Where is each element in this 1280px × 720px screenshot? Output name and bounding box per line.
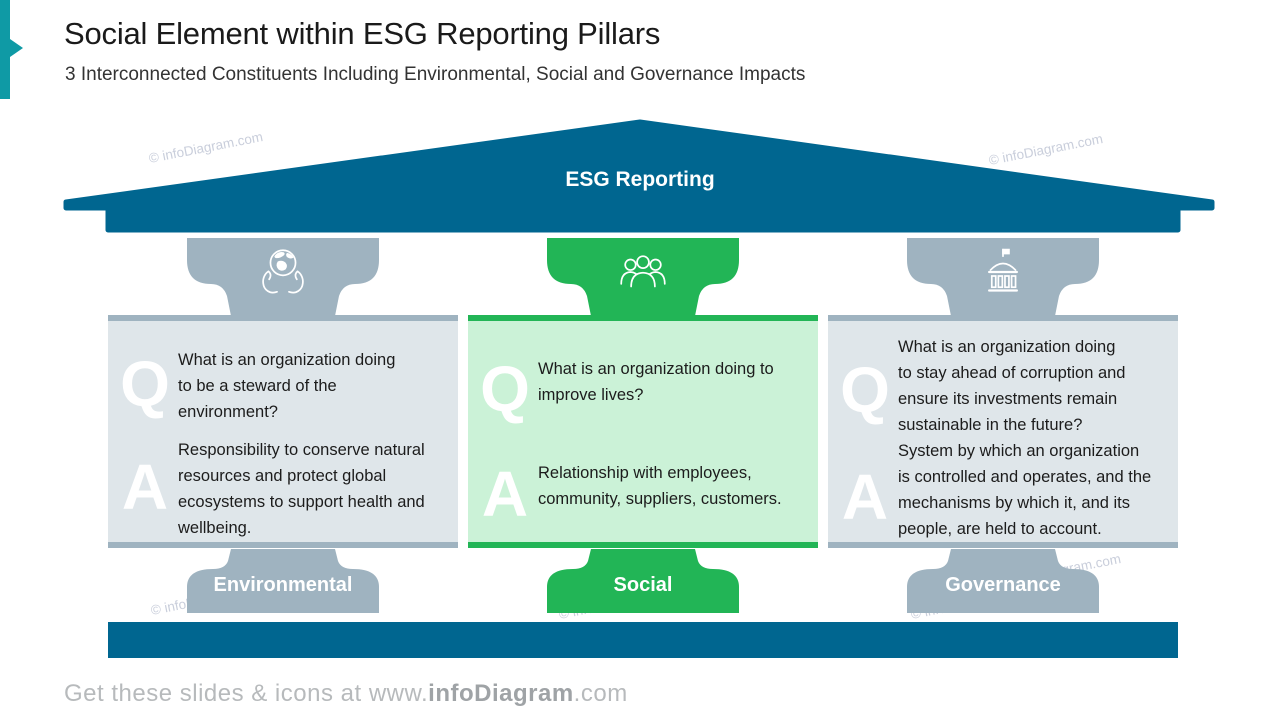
answer-text: Responsibility to conserve natural resou… xyxy=(178,441,425,537)
answer-text: Relationship with employees, community, … xyxy=(538,464,782,508)
base-shape xyxy=(907,549,1099,613)
question-text: What is an organization doing to be a st… xyxy=(178,351,396,421)
pillar-label-environmental: Environmental xyxy=(213,574,353,596)
brand-name: infoDiagram xyxy=(428,680,574,707)
roof-shape xyxy=(63,119,1215,233)
base-shape xyxy=(547,549,739,613)
pillar-body: Q What is an organization doing to be a … xyxy=(108,315,458,548)
pillar-label-social: Social xyxy=(613,574,673,596)
pillar-body: Q What is an organization doing to stay … xyxy=(828,315,1178,548)
accent-arrow-icon xyxy=(10,39,23,57)
government-building-icon xyxy=(988,248,1018,292)
capital-shape xyxy=(187,238,379,316)
question-letter: Q xyxy=(120,348,170,420)
people-group-icon xyxy=(620,255,666,288)
page-title: Social Element within ESG Reporting Pill… xyxy=(64,16,661,51)
pillar-body: Q What is an organization doing to impro… xyxy=(468,315,818,548)
base-shape xyxy=(187,549,379,613)
roof-label: ESG Reporting xyxy=(565,168,715,191)
foundation-bar xyxy=(108,622,1178,658)
pillar-label-governance: Governance xyxy=(945,574,1061,596)
question-text: What is an organization doing to stay ah… xyxy=(898,338,1126,434)
accent-bar xyxy=(0,0,10,99)
answer-letter: A xyxy=(481,458,529,530)
footer-prefix: Get these slides & icons at www. xyxy=(64,680,429,707)
footer-text: Get these slides & icons at www.infoDiag… xyxy=(64,680,628,708)
hands-holding-globe-icon xyxy=(262,249,304,294)
answer-letter: A xyxy=(841,461,889,533)
page-subtitle: 3 Interconnected Constituents Including … xyxy=(65,64,806,85)
answer-text: System by which an organization is contr… xyxy=(898,442,1152,538)
question-letter: Q xyxy=(480,353,530,425)
footer-suffix: .com xyxy=(573,680,628,707)
answer-letter: A xyxy=(121,451,169,523)
question-text: What is an organization doing to improve… xyxy=(538,360,774,404)
question-letter: Q xyxy=(840,354,890,426)
